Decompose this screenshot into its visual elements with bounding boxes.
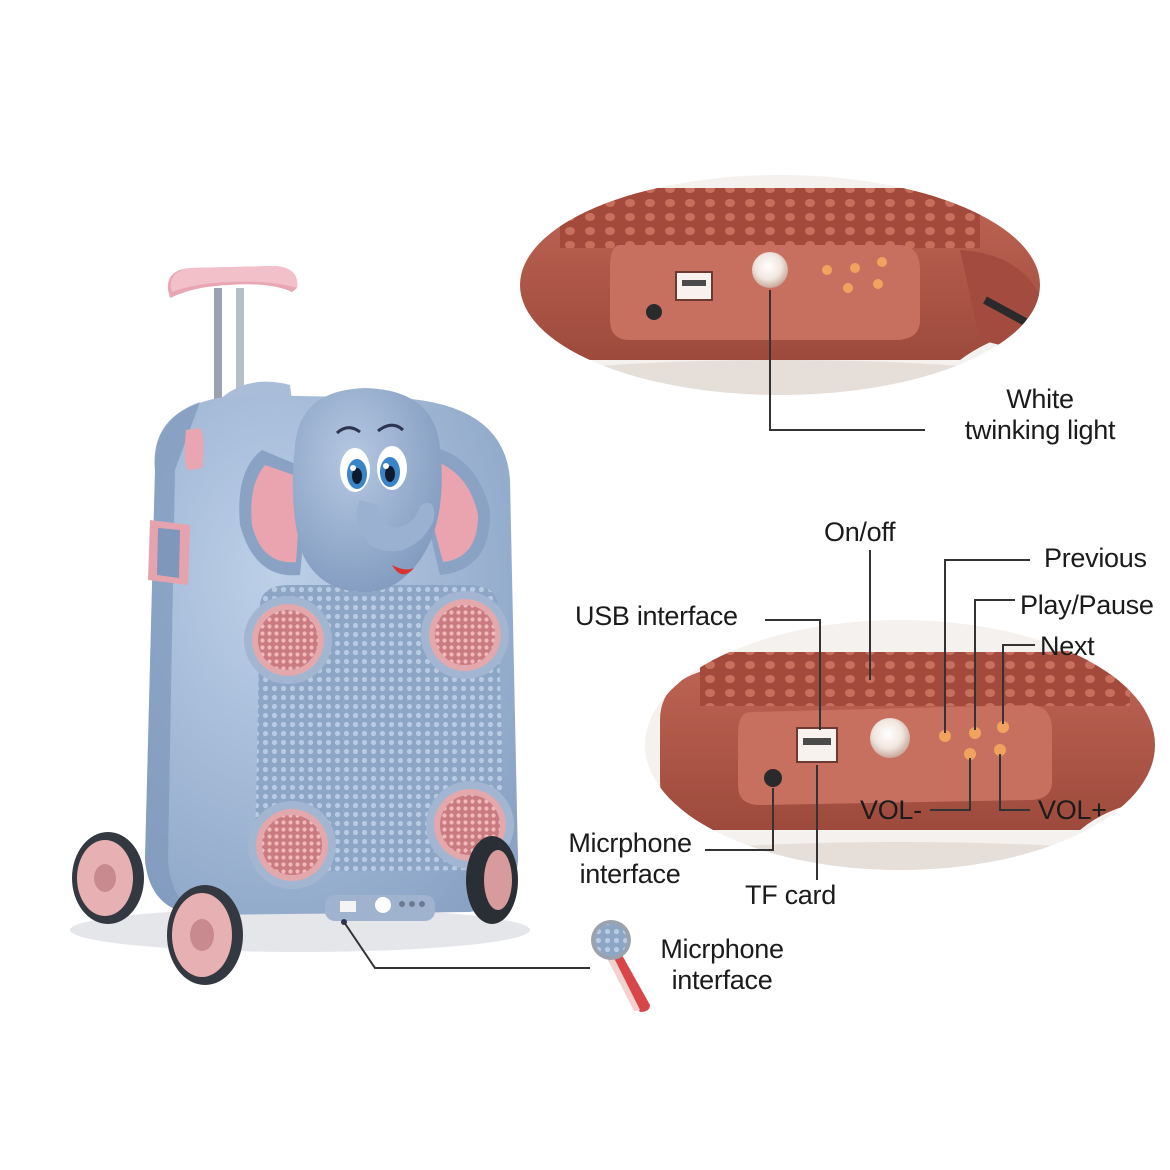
speaker-bottom-left [248, 801, 336, 889]
button-previous [939, 730, 951, 742]
label-mic-interface-bottom-line2: interface [671, 965, 773, 995]
control-panel-closeup-bottom [645, 620, 1155, 870]
label-mic-interface-right-line1: Micrphone [568, 828, 692, 858]
mouth [392, 565, 414, 575]
ear-left [251, 465, 302, 563]
usb-port-bottom [796, 727, 838, 763]
white-light-lens [752, 252, 788, 288]
label-play-pause: Play/Pause [1020, 590, 1154, 620]
microphone-icon [591, 920, 650, 1012]
control-panel-closeup-top [520, 175, 1040, 395]
label-vol-plus: VOL+ [1038, 795, 1107, 825]
wheel-front-left [167, 885, 243, 985]
label-usb-interface: USB interface [575, 601, 738, 631]
leader-lines [343, 290, 1035, 969]
button-next [997, 721, 1009, 733]
label-on-off: On/off [824, 517, 896, 547]
wheel-right [466, 836, 518, 924]
usb-port-icon [675, 271, 713, 301]
label-white-light: White twinking light [940, 384, 1140, 446]
trolley-pole-right [236, 288, 244, 428]
label-white-light-line1: White [1006, 384, 1074, 414]
button-vol-minus [964, 748, 976, 760]
mic-jack-top [646, 304, 662, 320]
label-mic-interface-bottom-line1: Micrphone [660, 934, 784, 964]
elephant-suitcase-illustration [70, 266, 530, 985]
speaker-top-right [421, 591, 509, 679]
button-vol-plus [994, 744, 1006, 756]
speaker-top-left [244, 596, 332, 684]
label-previous: Previous [1044, 543, 1147, 573]
label-white-light-line2: twinking light [964, 415, 1116, 445]
white-light-lens-bottom [870, 718, 910, 758]
label-next: Next [1040, 631, 1095, 661]
label-tf-card: TF card [745, 880, 836, 910]
label-mic-interface-right: Micrphone interface [560, 828, 700, 890]
button-play-pause [969, 727, 981, 739]
label-mic-interface-right-line2: interface [579, 859, 681, 889]
suitcase-control-strip [325, 895, 435, 925]
wheel-back-left [72, 832, 144, 924]
mic-jack-bottom [764, 769, 782, 787]
buttons-top [822, 257, 887, 293]
label-vol-minus: VOL- [860, 795, 922, 825]
elephant-head [239, 388, 491, 593]
buttons-bottom [939, 721, 1009, 760]
trolley-pole-left [214, 288, 222, 428]
label-mic-interface-bottom: Micrphone interface [652, 934, 792, 996]
